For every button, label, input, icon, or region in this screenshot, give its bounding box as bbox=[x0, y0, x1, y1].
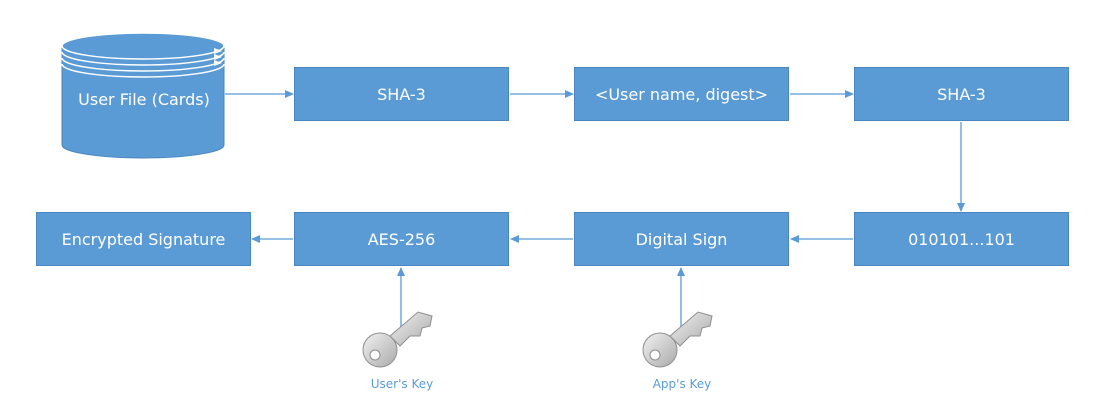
encrypted-signature-box: Encrypted Signature bbox=[36, 212, 251, 266]
sha3-second-box: SHA-3 bbox=[854, 67, 1069, 121]
user-key-label: User's Key bbox=[370, 377, 434, 391]
database-cylinder-icon bbox=[61, 32, 225, 159]
sha3-box: SHA-3 bbox=[294, 67, 509, 121]
database-ring-arrow-3 bbox=[214, 60, 222, 66]
key-icon bbox=[362, 311, 433, 368]
user-file-label: User File (Cards) bbox=[78, 89, 210, 109]
key-icon bbox=[642, 311, 713, 368]
digital-sign-box: Digital Sign bbox=[574, 212, 789, 266]
user-digest-box: <User name, digest> bbox=[574, 67, 789, 121]
bits-box: 010101...101 bbox=[854, 212, 1069, 266]
aes-box: AES-256 bbox=[294, 212, 509, 266]
database-top bbox=[61, 32, 225, 60]
database-ring-3 bbox=[61, 63, 225, 78]
app-key-label: App's Key bbox=[652, 377, 712, 391]
database-ring-arrow-2 bbox=[214, 54, 222, 60]
database-ring-arrow-1 bbox=[214, 48, 222, 54]
